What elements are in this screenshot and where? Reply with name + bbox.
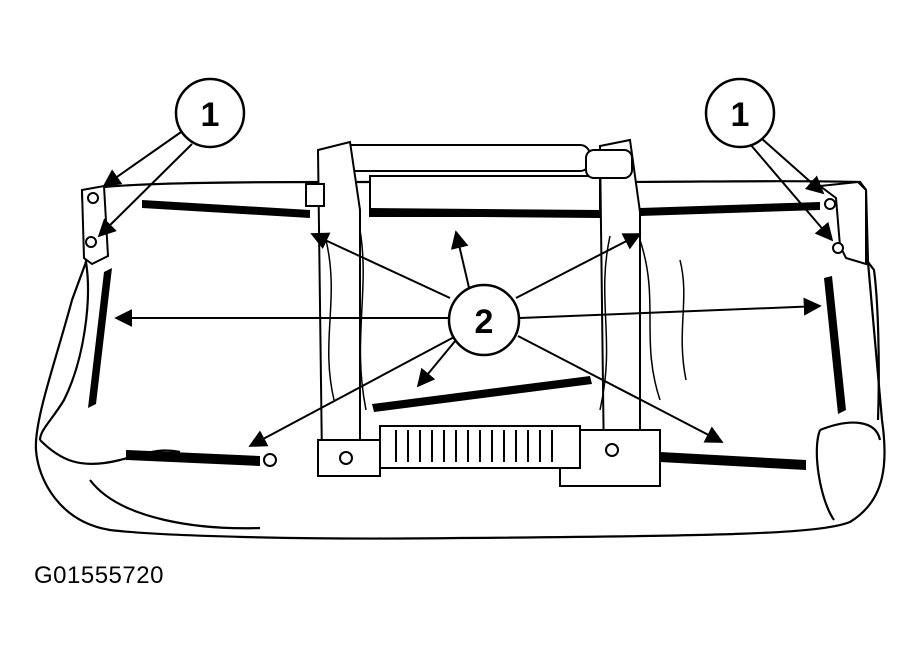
callout-1-right: 1 [704,77,776,149]
retainer-strip [88,268,112,408]
side-bracket-right [817,180,867,266]
leader-lines-two [114,230,822,447]
callout-1-left-label: 1 [201,96,220,134]
figure-code: G01555720 [34,562,164,589]
bolt-icon [824,198,836,210]
retainer-strip [142,200,310,218]
callout-1-right-label: 1 [731,96,750,134]
retainer-strip [640,202,820,216]
retainer-strip [660,452,806,470]
seat-cushion-outline [34,180,886,540]
fabric-folds [325,229,687,411]
leader-lines-one [97,129,834,242]
retainer-strip [824,276,846,414]
seat-frame-mechanism [263,138,661,487]
retainer-strip [126,450,260,466]
callout-1-left: 1 [174,77,246,149]
bolt-icon [832,242,844,254]
retainer-strip [370,208,600,218]
bolt-icon [87,192,99,204]
callout-2: 2 [447,283,521,357]
retainer-strip [372,376,592,412]
retainer-strips [88,200,846,470]
coil-spring [395,430,553,462]
bolt-icons [85,192,844,254]
callout-2-label: 2 [475,303,494,341]
bolt-icon [85,236,97,248]
